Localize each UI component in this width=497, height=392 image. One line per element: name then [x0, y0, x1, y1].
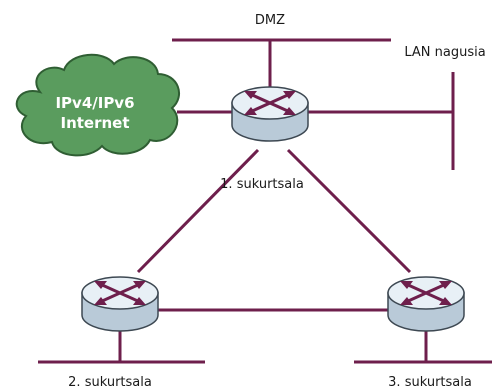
- router-icon-2: [81, 276, 159, 332]
- dmz-label: DMZ: [255, 13, 285, 28]
- router-arrows: [244, 91, 296, 115]
- router-icon-3: [387, 276, 465, 332]
- lan-label: LAN nagusia: [404, 45, 485, 60]
- router2-label: 2. sukurtsala: [68, 375, 152, 390]
- link-router1-router3: [286, 148, 412, 274]
- internet-label-line2: Internet: [60, 114, 129, 132]
- internet-label-line1: IPv4/IPv6: [55, 94, 134, 112]
- router-arrows: [94, 281, 146, 305]
- router-arrows: [400, 281, 452, 305]
- router1-label: 1. sukurtsala: [220, 177, 304, 192]
- router3-label: 3. sukurtsala: [388, 375, 472, 390]
- link-router1-router2: [136, 148, 260, 274]
- router-icon-1: [231, 86, 309, 142]
- cloud-icon: IPv4/IPv6 Internet: [15, 53, 180, 157]
